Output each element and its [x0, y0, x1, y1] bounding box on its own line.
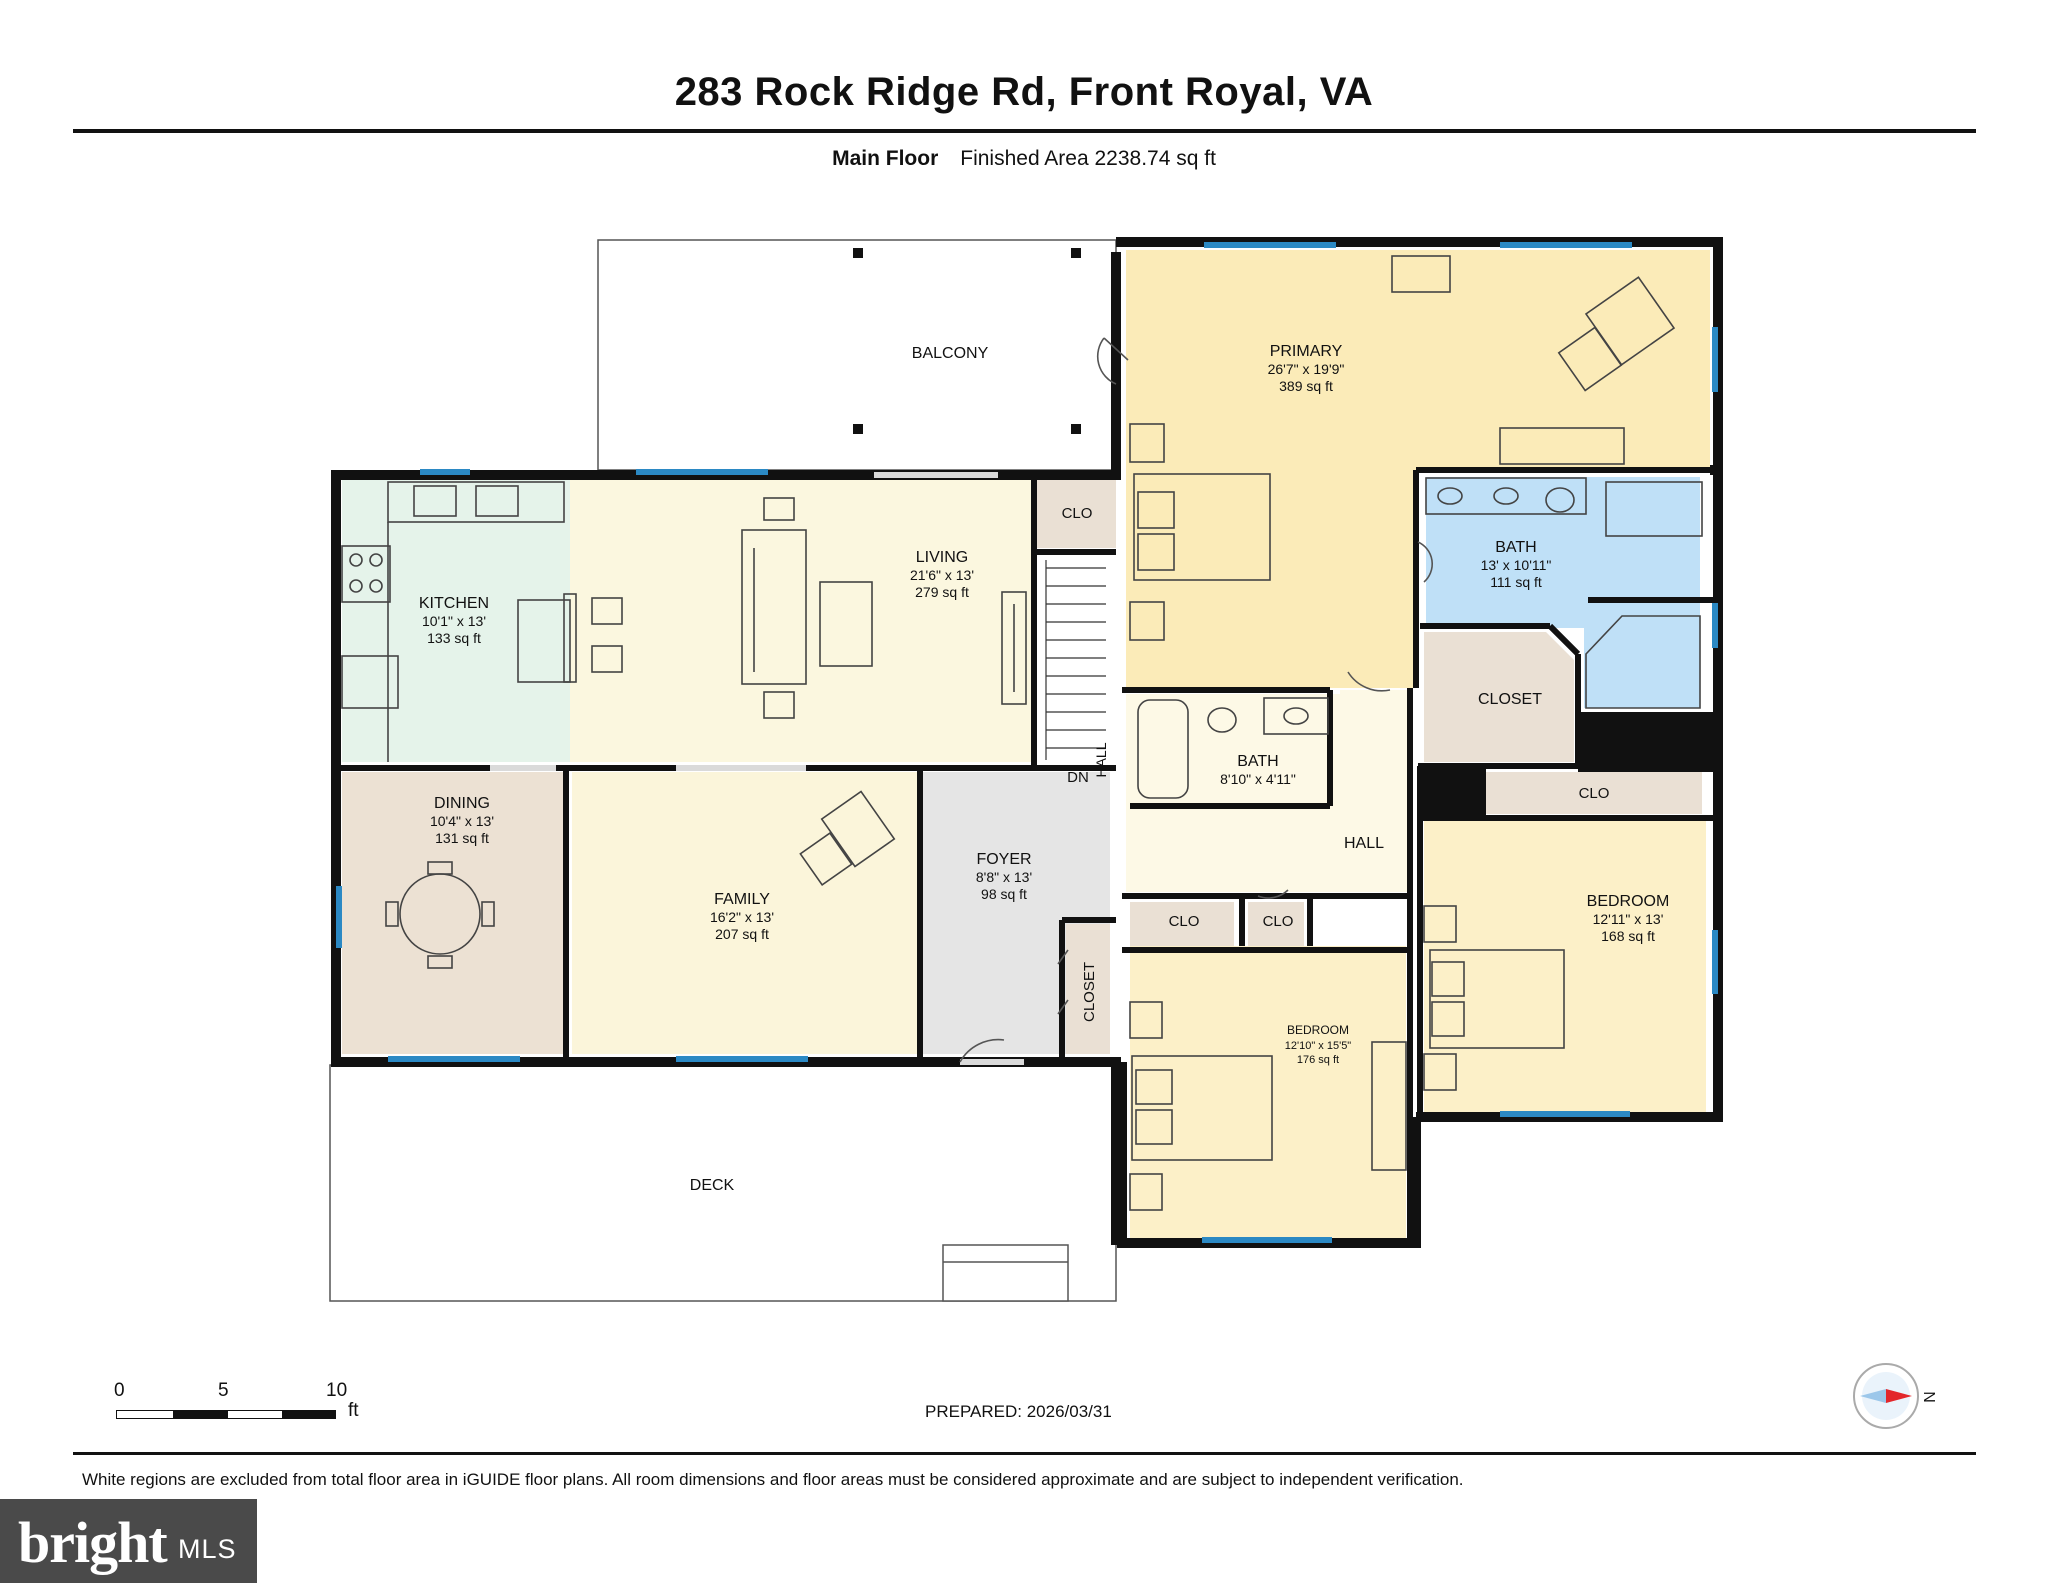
family-room [572, 772, 917, 1054]
bedroom-right-room [1424, 820, 1706, 1112]
kitchen-area: 133 sq ft [427, 630, 481, 646]
family-dims: 16'2" x 13' [710, 909, 774, 925]
primary-bath-room [1426, 477, 1700, 708]
family-furniture [799, 790, 896, 887]
foyer-closet-room [1066, 924, 1110, 1054]
scale-tick-5: 5 [218, 1380, 229, 1401]
dining-table-set [385, 861, 495, 969]
balcony-posts [853, 248, 1081, 434]
scale-segment [116, 1410, 174, 1419]
kitchen-dims: 10'1" x 13' [422, 613, 486, 629]
bright-mls-logo: bright MLS [0, 1499, 257, 1583]
balcony-label: BALCONY [912, 345, 989, 362]
clo-living-room [1037, 478, 1116, 548]
windows [336, 242, 1718, 1243]
clo-bedroom-right-room [1486, 772, 1702, 814]
foyer-area: 98 sq ft [981, 886, 1027, 902]
primary-furniture [1129, 255, 1676, 641]
foyer-dims: 8'8" x 13' [976, 869, 1032, 885]
compass-north-label: N [1919, 1391, 1937, 1403]
finished-area: Finished Area 2238.74 sq ft [960, 147, 1216, 170]
wall-block [1578, 712, 1718, 772]
prepared-date: PREPARED: 2026/03/31 [925, 1402, 1112, 1421]
bedroom-left-area: 176 sq ft [1297, 1054, 1339, 1066]
clo-mid-label: CLO [1263, 913, 1294, 930]
clo-bedroom-right-label: CLO [1579, 785, 1610, 802]
deck-steps [942, 1244, 1069, 1302]
hall-label: HALL [1344, 835, 1384, 852]
hall-bath-name: BATH [1237, 753, 1278, 770]
plan-address-title: 283 Rock Ridge Rd, Front Royal, VA [674, 70, 1374, 114]
hall-bath-dims: 8'10" x 4'11" [1220, 771, 1296, 787]
dining-name: DINING [434, 795, 490, 812]
bedroom-furniture [1129, 905, 1565, 1211]
scale-bar: 0 5 10 ft [112, 1380, 372, 1428]
kitchen-name: KITCHEN [419, 595, 489, 612]
mls-wordmark: MLS [178, 1534, 237, 1564]
clo-left-label: CLO [1169, 913, 1200, 930]
stair-hall-label: HALL [1093, 742, 1109, 777]
scale-unit: ft [348, 1400, 359, 1421]
primary-closet-label: CLOSET [1478, 691, 1542, 708]
family-area: 207 sq ft [715, 926, 769, 942]
balcony-area [597, 239, 1117, 471]
bedroom-right-name: BEDROOM [1587, 893, 1670, 910]
bedroom-left-dims: 12'10" x 15'5" [1285, 1040, 1352, 1052]
scale-tick-10: 10 [326, 1380, 348, 1401]
dining-area: 131 sq ft [435, 830, 489, 846]
living-area: 279 sq ft [915, 584, 969, 600]
foyer-name: FOYER [976, 851, 1031, 868]
living-name: LIVING [916, 549, 968, 566]
scale-segment [282, 1410, 336, 1419]
living-dims: 21'6" x 13' [910, 567, 974, 583]
disclaimer-text: White regions are excluded from total fl… [82, 1470, 1464, 1489]
deck-label: DECK [690, 1177, 735, 1194]
primary-bath-area: 111 sq ft [1490, 574, 1542, 590]
stair-treads [1045, 560, 1106, 760]
bedroom-right-area: 168 sq ft [1601, 928, 1655, 944]
living-furniture [741, 497, 1027, 719]
bottom-divider [73, 1452, 1976, 1455]
primary-closet-room [1424, 632, 1574, 762]
primary-bath-name: BATH [1495, 539, 1536, 556]
scale-tick-0: 0 [114, 1380, 125, 1401]
hall-room [1126, 690, 1410, 892]
scale-segment [173, 1410, 227, 1419]
primary-bath-dims: 13' x 10'11" [1481, 557, 1552, 573]
foyer-closet-label: CLOSET [1081, 962, 1098, 1022]
compass-icon [1853, 1363, 1919, 1429]
scale-segment [227, 1410, 283, 1419]
north-compass: N [1852, 1360, 1937, 1440]
family-name: FAMILY [714, 891, 770, 908]
door-swings [959, 337, 1434, 1063]
clo-mid-room [1248, 902, 1304, 946]
wall-block [1420, 764, 1486, 820]
doorway-openings [490, 472, 1024, 1065]
stair [1037, 558, 1116, 763]
dining-room [342, 772, 564, 1054]
clo-left-room [1130, 902, 1234, 946]
bedroom-left-room [1130, 946, 1406, 1238]
bedroom-right-dims: 12'11" x 13' [1593, 911, 1664, 927]
dining-dims: 10'4" x 13' [430, 813, 494, 829]
bedroom-left-name: BEDROOM [1287, 1023, 1349, 1037]
kitchen-fixtures [341, 481, 623, 762]
top-divider [73, 129, 1976, 133]
kitchen-room [342, 478, 570, 762]
bath-fixtures [1137, 477, 1703, 799]
floor-name: Main Floor [832, 147, 939, 170]
stair-dn-label: DN [1067, 769, 1089, 786]
primary-name: PRIMARY [1270, 343, 1343, 360]
clo-living-label: CLO [1062, 505, 1093, 522]
plan-subtitle: Main Floor Finished Area 2238.74 sq ft [0, 147, 2048, 171]
bright-wordmark: bright [18, 1510, 168, 1575]
primary-area: 389 sq ft [1279, 378, 1333, 394]
primary-dims: 26'7" x 19'9" [1268, 361, 1345, 377]
living-room [570, 478, 1037, 762]
